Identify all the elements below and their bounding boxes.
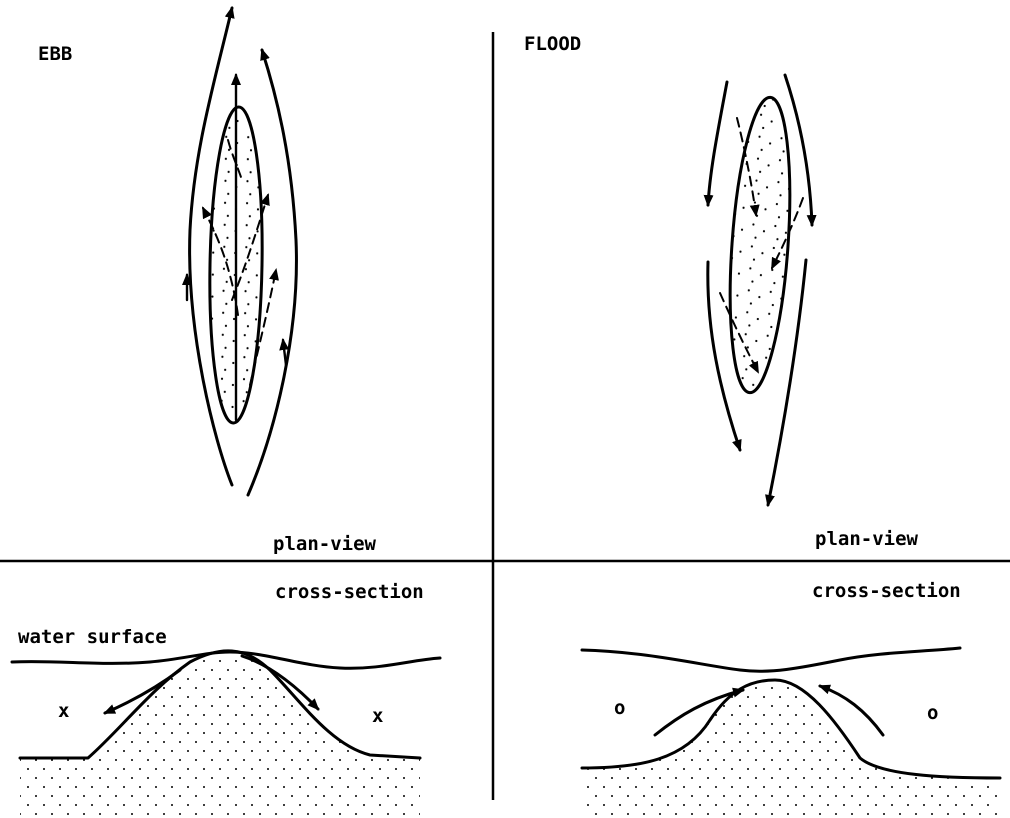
- flood-right-o-marker: o: [927, 702, 938, 724]
- ebb-right-x-marker: x: [372, 705, 383, 727]
- flood-title: FLOOD: [524, 33, 581, 55]
- flood-plan-view: [708, 75, 812, 505]
- ebb-plan-view-label: plan-view: [273, 533, 377, 555]
- ebb-left-x-marker: x: [58, 700, 69, 722]
- flood-cross-section: o o: [582, 648, 1000, 818]
- ebb-title: EBB: [38, 43, 72, 65]
- flood-outer-left-flow: [708, 82, 727, 205]
- ebb-cross-section: x x: [12, 651, 440, 818]
- ebb-plan-view: [187, 8, 296, 495]
- flood-plan-view-label: plan-view: [815, 528, 919, 550]
- flood-water-surface: [582, 648, 960, 671]
- flood-left-o-marker: o: [614, 697, 625, 719]
- water-surface-label: water surface: [18, 626, 167, 648]
- ebb-sand-body: [20, 651, 420, 818]
- ebb-cross-section-label: cross-section: [275, 581, 424, 603]
- ebb-right-flow-arrow: [283, 340, 286, 365]
- flood-sand-body: [582, 680, 1000, 818]
- flood-cross-section-label: cross-section: [812, 580, 961, 602]
- flood-sand-bar: [722, 95, 799, 394]
